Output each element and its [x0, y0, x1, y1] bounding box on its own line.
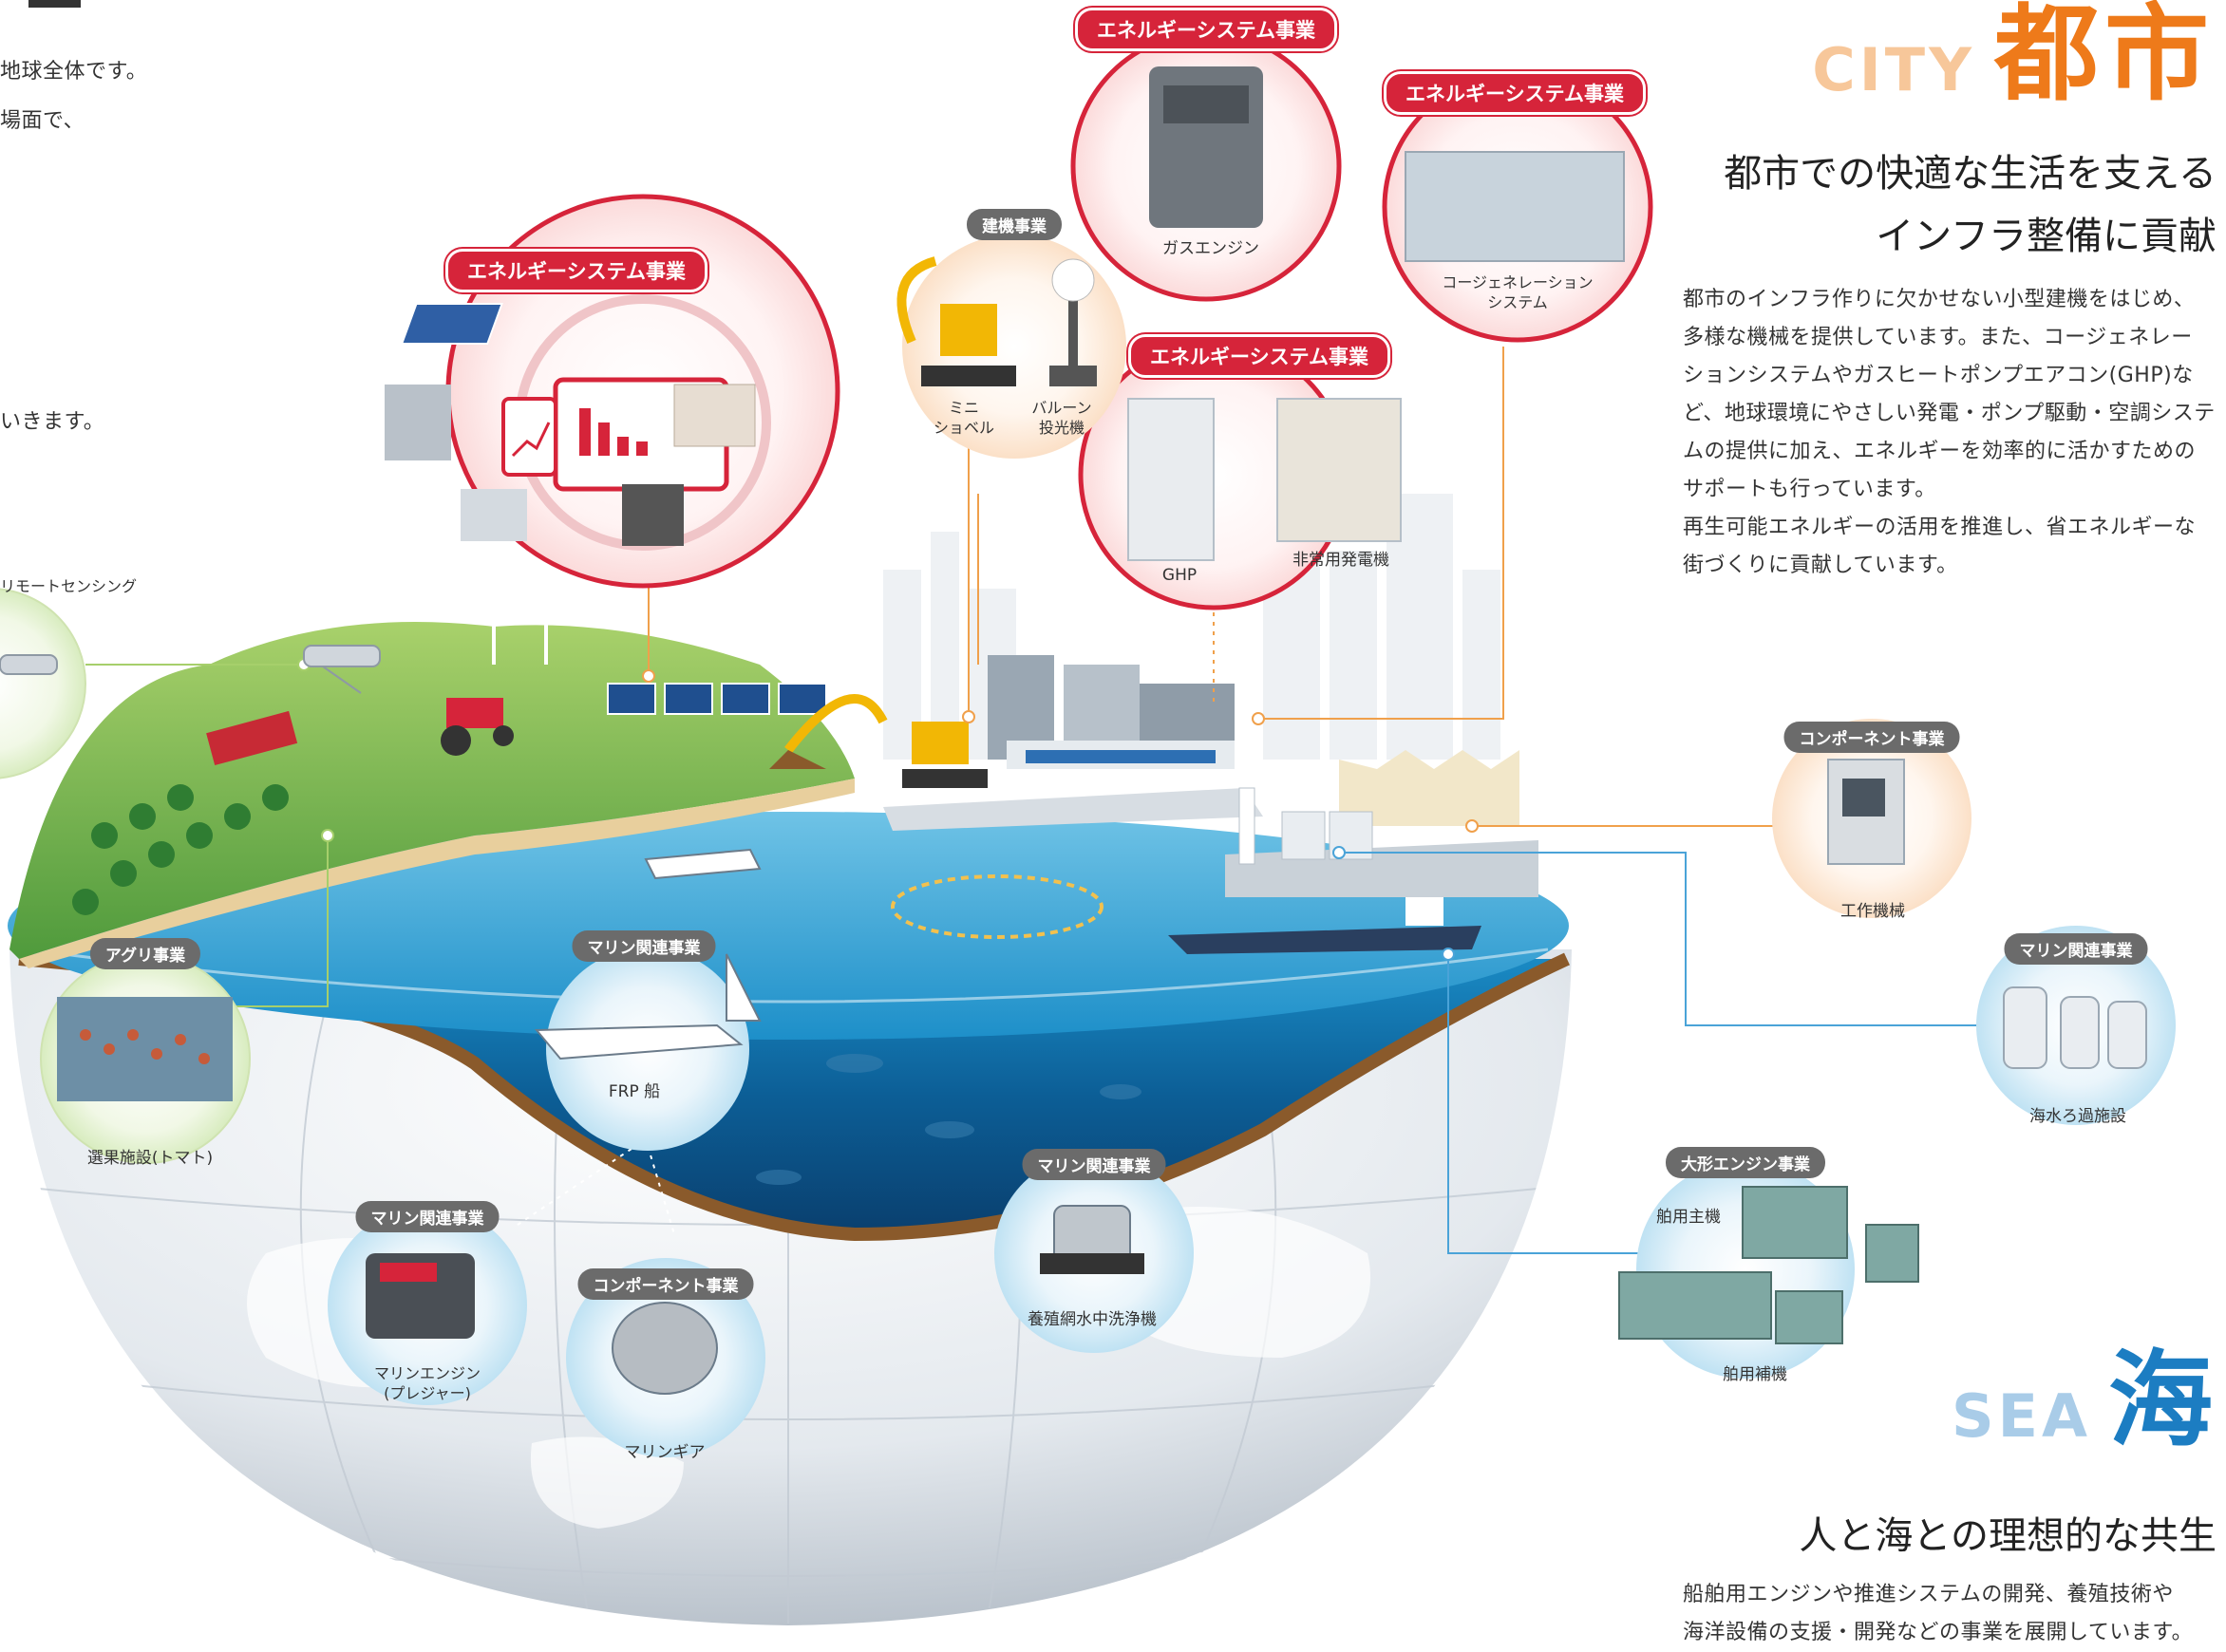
caption-marine-gear: マリンギア — [624, 1443, 706, 1462]
city-body-line: 多様な機械を提供しています。また、コージェネレー — [1683, 326, 2193, 349]
city-body: 都市のインフラ作りに欠かせない小型建機をはじめ、 多様な機械を提供しています。ま… — [1683, 281, 2220, 585]
left-text-line3: いきます。 — [0, 410, 105, 434]
city-body-line: ど、地球環境にやさしい発電・ポンプ駆動・空調システ — [1683, 402, 2216, 425]
sea-title-en: SEA — [1952, 1381, 2091, 1451]
caption-cogeneration: コージェネレーション システム — [1442, 273, 1593, 313]
city-body-line: 街づくりに貢献しています。 — [1683, 554, 1958, 577]
caption-marine-engine-line1: マリンエンジン — [373, 1364, 481, 1382]
left-text-line1: 地球全体です。 — [0, 60, 148, 84]
caption-ghp: GHP — [1161, 566, 1198, 585]
city-body-line: 都市のインフラ作りに欠かせない小型建機をはじめ、 — [1683, 288, 2196, 311]
tag-marine-net: マリン関連事業 — [1022, 1149, 1166, 1180]
caption-balloon-line2: 投光機 — [1038, 418, 1085, 437]
tag-energy-gas-engine: エネルギーシステム事業 — [1075, 8, 1337, 51]
caption-mini-line2: ショベル — [933, 418, 995, 437]
city-heading-1: 都市での快適な生活を支える — [1724, 152, 2217, 196]
sea-title: SEA 海 — [1952, 1340, 2213, 1461]
remote-sensing-label: リモートセンシング — [0, 577, 138, 595]
tag-marine-engine: マリン関連事業 — [355, 1201, 500, 1232]
city-body-line: ムの提供に加え、エネルギーを効率的に活かすための — [1683, 440, 2197, 463]
tag-component-machine: コンポーネント事業 — [1783, 722, 1960, 753]
city-body-line: 再生可能エネルギーの活用を推進し、省エネルギーな — [1683, 516, 2197, 539]
caption-aux-engine: 舶用補機 — [1723, 1365, 1787, 1384]
caption-marine-engine: マリンエンジン (プレジャー) — [374, 1364, 481, 1404]
tag-marine-frp: マリン関連事業 — [572, 930, 716, 962]
caption-balloon-line1: バルーン — [1031, 399, 1092, 417]
city-title-en: CITY — [1812, 35, 1975, 104]
caption-marine-engine-line2: (プレジャー) — [384, 1383, 471, 1402]
tag-agri: アグリ事業 — [89, 938, 201, 969]
city-title: CITY 都市 — [1812, 0, 2215, 110]
caption-seawater: 海水ろ過施設 — [2029, 1107, 2126, 1126]
sea-body: 船舶用エンジンや推進システムの開発、養殖技術や 海洋設備の支援・開発などの事業を… — [1683, 1576, 2220, 1652]
tag-energy-cogeneration: エネルギーシステム事業 — [1384, 71, 1646, 115]
tag-construction: 建機事業 — [967, 209, 1062, 240]
sea-body-line: 船舶用エンジンや推進システムの開発、養殖技術や — [1683, 1583, 2174, 1606]
caption-emergency-generator: 非常用発電機 — [1292, 551, 1389, 570]
tag-energy-ghp: エネルギーシステム事業 — [1128, 334, 1390, 378]
city-heading-2: インフラ整備に貢献 — [1876, 215, 2217, 258]
caption-gas-engine: ガスエンジン — [1162, 239, 1259, 258]
tag-large-engine: 大形エンジン事業 — [1666, 1147, 1825, 1178]
city-body-line: ションシステムやガスヒートポンプエアコン(GHP)な — [1683, 364, 2194, 387]
city-body-line: サポートも行っています。 — [1683, 478, 1936, 501]
caption-cogeneration-line1: コージェネレーション — [1442, 273, 1594, 291]
tag-energy-left: エネルギーシステム事業 — [445, 249, 707, 292]
city-title-jp: 都市 — [1994, 0, 2215, 115]
caption-frp: FRP 船 — [608, 1082, 661, 1101]
caption-machine-tool: 工作機械 — [1840, 902, 1905, 921]
caption-mini-excavator: ミニ ショベル — [934, 399, 994, 439]
sea-heading: 人と海との理想的な共生 — [1799, 1514, 2217, 1558]
tag-component-gear: コンポーネント事業 — [577, 1268, 754, 1300]
caption-net-cleaner: 養殖網水中洗浄機 — [1028, 1310, 1157, 1329]
caption-main-engine: 舶用主機 — [1656, 1208, 1721, 1227]
left-text-line2: 場面で、 — [0, 109, 85, 133]
sea-body-line: 海洋設備の支援・開発などの事業を展開しています。 — [1683, 1621, 2194, 1644]
caption-mini-line1: ミニ — [948, 399, 980, 417]
tag-marine-seawater: マリン関連事業 — [2004, 933, 2148, 965]
sea-title-jp: 海 — [2108, 1340, 2213, 1461]
top-left-bar — [28, 0, 81, 8]
caption-balloon-light: バルーン 投光機 — [1031, 399, 1091, 439]
caption-tomato: 選果施設(トマト) — [86, 1149, 214, 1168]
caption-cogeneration-line2: システム — [1487, 292, 1548, 311]
